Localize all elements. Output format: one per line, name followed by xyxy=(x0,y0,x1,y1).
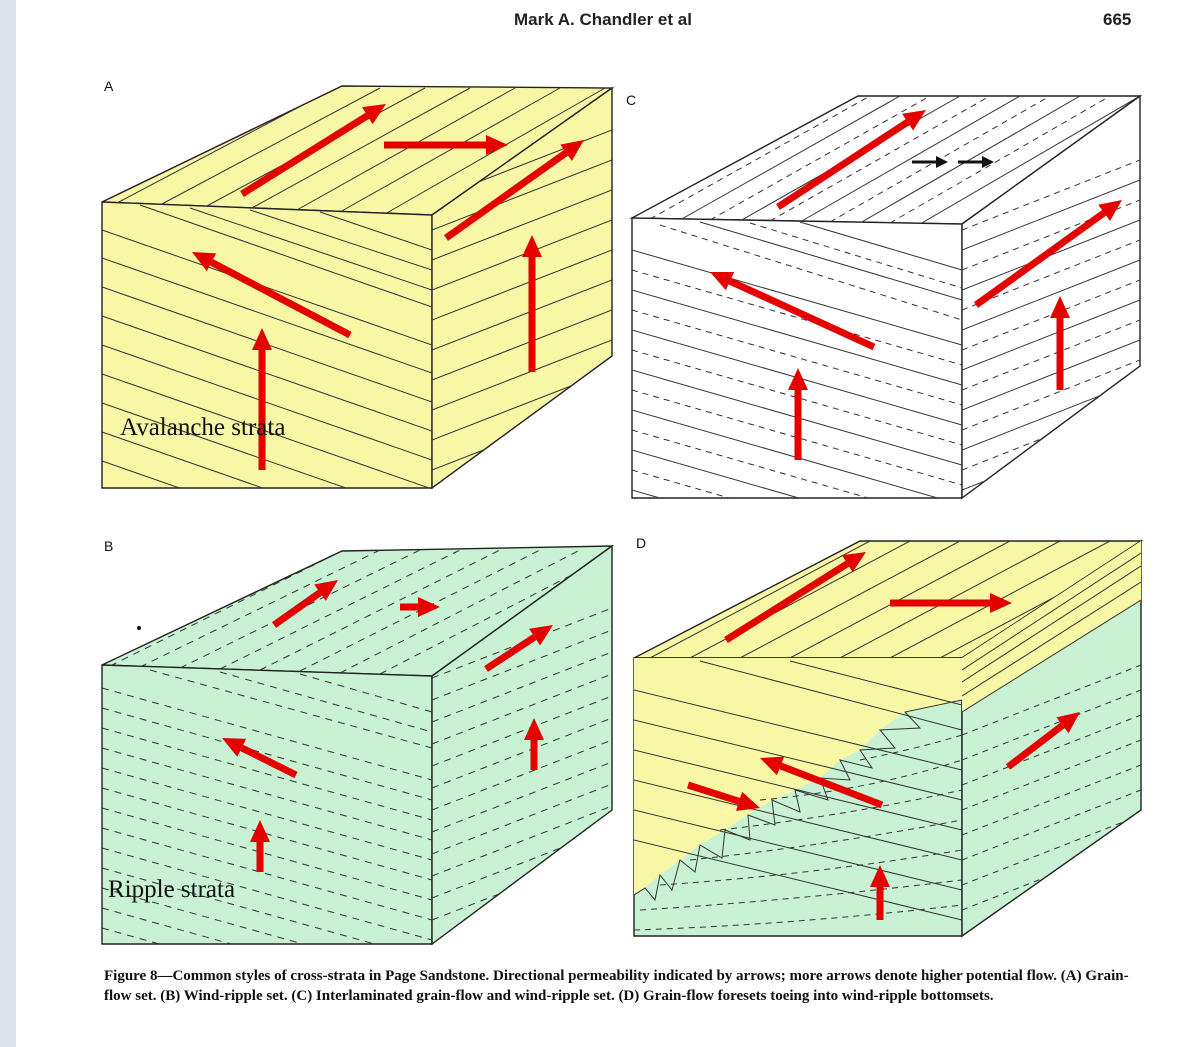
avalanche-strata-label: Avalanche strata xyxy=(120,414,286,441)
panel-d-permeability-arrow xyxy=(870,865,890,920)
panel-b-permeability-arrow xyxy=(524,718,544,770)
figure-caption: Figure 8—Common styles of cross-strata i… xyxy=(104,968,1129,1004)
panel-a-permeability-arrow xyxy=(240,104,386,197)
panel-b-block xyxy=(101,544,615,946)
permeability-arrows xyxy=(192,104,1122,920)
cross-strata-figure xyxy=(101,85,1144,946)
panel-c-permeability-arrow xyxy=(1050,296,1070,390)
panel-c-permeability-arrow xyxy=(973,200,1122,308)
panel-a-permeability-arrow xyxy=(443,140,584,241)
panel-a-permeability-arrow xyxy=(192,252,352,339)
panel-c-small-arrows xyxy=(912,156,994,168)
panel-b-permeability-arrow xyxy=(400,597,440,617)
panel-b-permeability-arrow xyxy=(222,738,298,779)
panel-b-permeability-arrow xyxy=(271,580,338,628)
panel-letter-c: C xyxy=(626,92,637,108)
panel-d-permeability-arrow xyxy=(686,781,760,811)
panel-d-permeability-arrow xyxy=(890,593,1012,613)
panel-d-block xyxy=(633,539,1144,938)
panel-d-permeability-arrow xyxy=(724,552,866,643)
panel-letter-b: B xyxy=(104,538,114,554)
panel-c-block xyxy=(629,94,1143,500)
panel-a-permeability-arrow xyxy=(252,328,272,470)
panel-c-permeability-arrow xyxy=(710,272,876,351)
panel-b-permeability-arrow xyxy=(250,820,270,872)
panel-letter-d: D xyxy=(636,535,647,551)
panel-a-permeability-arrow xyxy=(384,135,508,155)
panel-letter-a: A xyxy=(104,78,114,94)
panel-d-permeability-arrow xyxy=(760,756,884,809)
running-head: Mark A. Chandler et al xyxy=(514,10,692,29)
panel-d-permeability-arrow xyxy=(1005,712,1080,770)
page-number: 665 xyxy=(1103,10,1132,29)
panel-c-permeability-arrow xyxy=(788,368,808,460)
ripple-strata-label: Ripple strata xyxy=(108,876,236,903)
panel-a-permeability-arrow xyxy=(522,235,542,372)
panel-c-permeability-arrow xyxy=(776,110,926,210)
panel-b-permeability-arrow xyxy=(484,625,553,672)
